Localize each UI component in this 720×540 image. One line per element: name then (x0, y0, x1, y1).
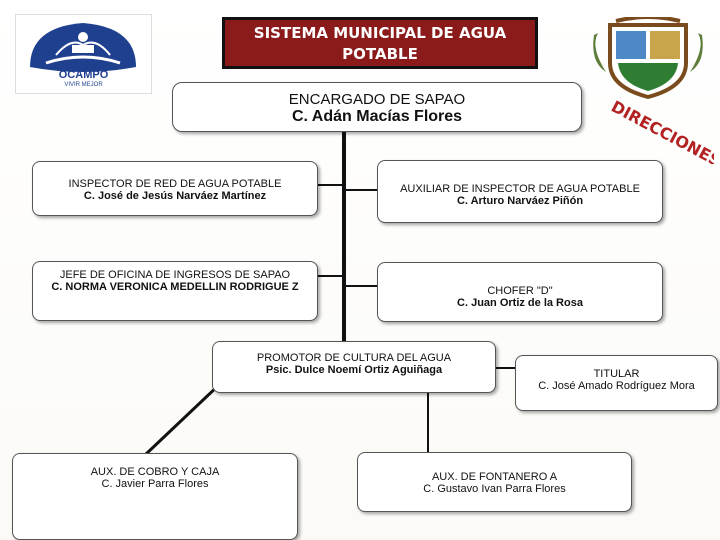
node-auxiliar-inspector: AUXILIAR DE INSPECTOR DE AGUA POTABLE C.… (377, 160, 663, 223)
node-role: AUXILIAR DE INSPECTOR DE AGUA POTABLE (400, 183, 640, 195)
coat-of-arms-icon (593, 15, 703, 100)
municipal-emblem (586, 15, 710, 103)
connector-line (342, 131, 346, 344)
node-person: C. Gustavo Ivan Parra Flores (423, 483, 566, 495)
direcciones-label: DIRECCIONES (608, 97, 714, 164)
connector-line (318, 275, 344, 277)
logo-subtext: VIVIR MEJOR (64, 82, 103, 88)
node-promotor: PROMOTOR DE CULTURA DEL AGUA Psic. Dulce… (212, 341, 496, 393)
node-jefe-ingresos: JEFE DE OFICINA DE INGRESOS DE SAPAO C. … (32, 261, 318, 321)
node-chofer: CHOFER "D" C. Juan Ortiz de la Rosa (377, 262, 663, 322)
node-person: C. Adán Macías Flores (291, 108, 463, 125)
connector-line (344, 285, 378, 287)
node-encargado: ENCARGADO DE SAPAO C. Adán Macías Flores (172, 82, 582, 132)
water-drop-logo-icon (30, 23, 136, 72)
node-role: AUX. DE FONTANERO A (431, 471, 558, 483)
node-aux-cobro: AUX. DE COBRO Y CAJA C. Javier Parra Flo… (12, 453, 298, 540)
node-person: C. Juan Ortiz de la Rosa (457, 297, 583, 309)
node-role: INSPECTOR DE RED DE AGUA POTABLE (68, 178, 282, 190)
ocampo-logo: OCAMPO VIVIR MEJOR (15, 14, 152, 94)
node-person: C. José de Jesús Narváez Martínez (83, 190, 267, 202)
node-role: CHOFER "D" (487, 285, 553, 297)
node-role: ENCARGADO DE SAPAO (288, 91, 466, 108)
node-person: Psic. Dulce Noemí Ortiz Aguiñaga (265, 364, 443, 376)
node-person: C. NORMA VERONICA MEDELLIN RODRIGUE Z (51, 281, 299, 293)
logo-text: OCAMPO (58, 69, 109, 81)
connector-line (344, 189, 378, 191)
node-role: AUX. DE COBRO Y CAJA (90, 466, 220, 478)
connector-line (318, 184, 344, 186)
node-role: TITULAR (593, 368, 640, 380)
node-inspector: INSPECTOR DE RED DE AGUA POTABLE C. José… (32, 161, 318, 216)
node-aux-fontanero: AUX. DE FONTANERO A C. Gustavo Ivan Parr… (357, 452, 632, 512)
node-role: JEFE DE OFICINA DE INGRESOS DE SAPAO (59, 269, 291, 281)
node-role: PROMOTOR DE CULTURA DEL AGUA (256, 352, 452, 364)
page-title: SISTEMA MUNICIPAL DE AGUA POTABLE Y ALCA… (222, 17, 538, 69)
node-person: C. Arturo Narváez Piñón (456, 195, 584, 207)
node-person: C. Javier Parra Flores (101, 478, 209, 490)
node-person: C. José Amado Rodríguez Mora (538, 380, 695, 392)
node-titular: TITULAR C. José Amado Rodríguez Mora (515, 355, 718, 411)
